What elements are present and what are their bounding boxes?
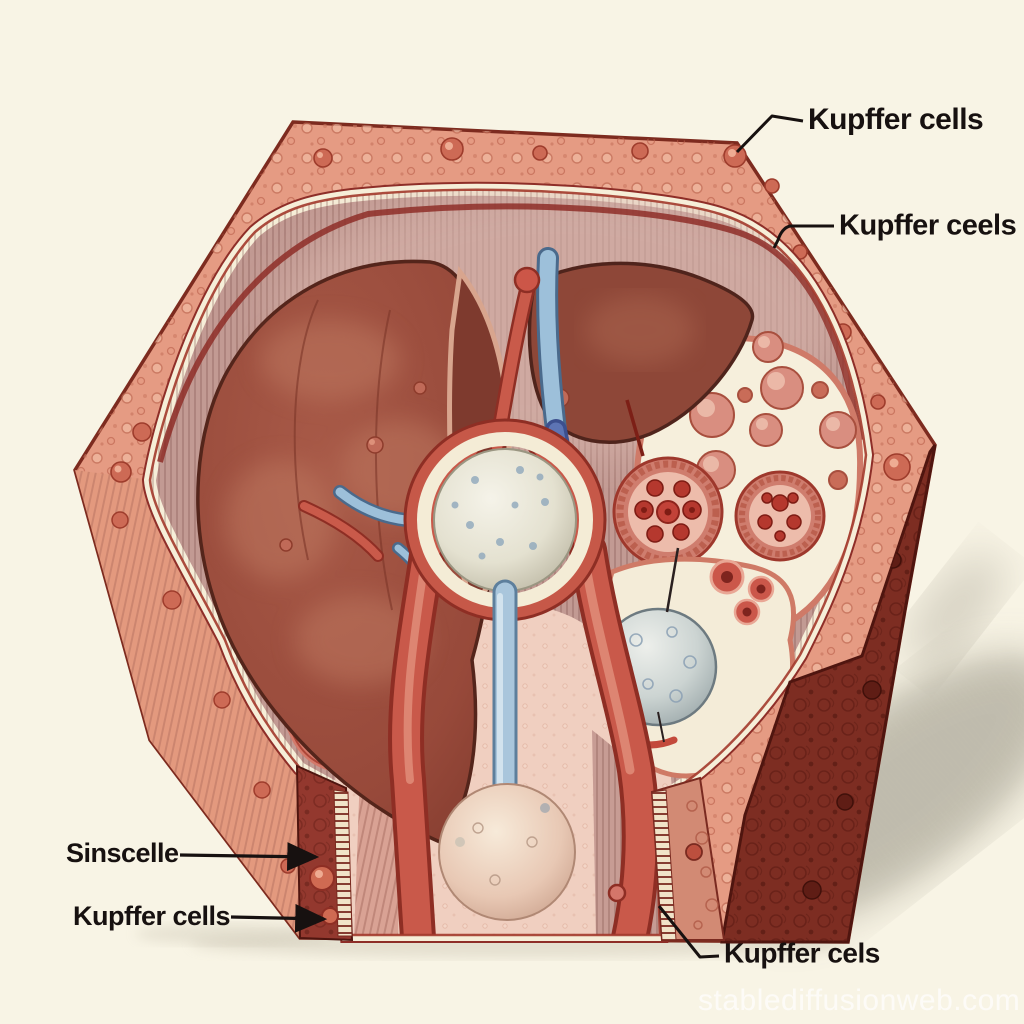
kupffer-bump bbox=[321, 907, 339, 925]
inner-membrane-line bbox=[157, 203, 863, 463]
annotation-kupffer-bottom-right: Kupffer cels bbox=[657, 905, 880, 968]
wall-kupffer-bumps bbox=[110, 137, 911, 483]
sinusoid-ladder-left bbox=[333, 789, 353, 937]
cut-strip-left bbox=[295, 764, 354, 942]
label-kupffer-right: Kupffer ceels bbox=[839, 210, 1016, 242]
central-vein-assembly bbox=[403, 418, 607, 622]
red-donut-cells bbox=[709, 559, 775, 626]
label-kupffer-bottom-right: Kupffer cels bbox=[724, 937, 880, 968]
acinus-berry-left bbox=[612, 456, 724, 568]
watermark: stablediffusionweb.com bbox=[698, 984, 1020, 1017]
sinusoid-vessels bbox=[388, 530, 660, 936]
annotation-kupffer-right: Kupffer ceels bbox=[772, 210, 1017, 249]
white-cell-sphere bbox=[433, 448, 577, 592]
label-sinscelle: Sinscelle bbox=[66, 838, 179, 868]
annotations: Kupffer cells Kupffer ceels Sinscelle Ku… bbox=[66, 103, 1017, 968]
kupffer-bump bbox=[685, 843, 703, 861]
cut-strip-right bbox=[650, 776, 726, 941]
label-kupffer-top: Kupffer cells bbox=[808, 103, 983, 136]
acinus-berry-right bbox=[734, 470, 826, 562]
kupffer-bump bbox=[309, 865, 335, 891]
needle-leader bbox=[625, 399, 645, 457]
sinusoid-ladder-right bbox=[651, 789, 677, 941]
leader-tick bbox=[665, 547, 680, 613]
label-kupffer-bottom-left: Kupffer cells bbox=[73, 901, 230, 931]
bottom-cell-sphere bbox=[438, 783, 576, 921]
bile-duct-tube bbox=[492, 579, 518, 805]
annotation-sinscelle: Sinscelle bbox=[66, 838, 320, 871]
annotation-kupffer-top: Kupffer cells bbox=[735, 103, 984, 154]
annotation-kupffer-bottom-left: Kupffer cells bbox=[73, 901, 328, 933]
